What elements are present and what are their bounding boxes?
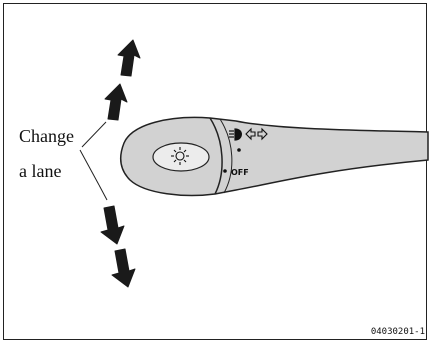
lever-body bbox=[119, 116, 429, 197]
change-a-lane-label-line-2: a lane bbox=[19, 161, 62, 181]
headlamp-icon bbox=[229, 128, 242, 141]
off-position-label: OFF bbox=[231, 168, 249, 177]
arrow-down-icon bbox=[100, 205, 136, 288]
arrow-up-icon bbox=[104, 39, 141, 121]
sun-light-icon bbox=[171, 147, 189, 165]
figure-code: 04030201-1 bbox=[370, 327, 425, 337]
position-dots bbox=[223, 148, 241, 173]
label-connector-lines bbox=[79, 121, 108, 201]
turn-signal-icon bbox=[245, 127, 268, 141]
change-a-lane-label-line-1: Change bbox=[19, 126, 74, 146]
